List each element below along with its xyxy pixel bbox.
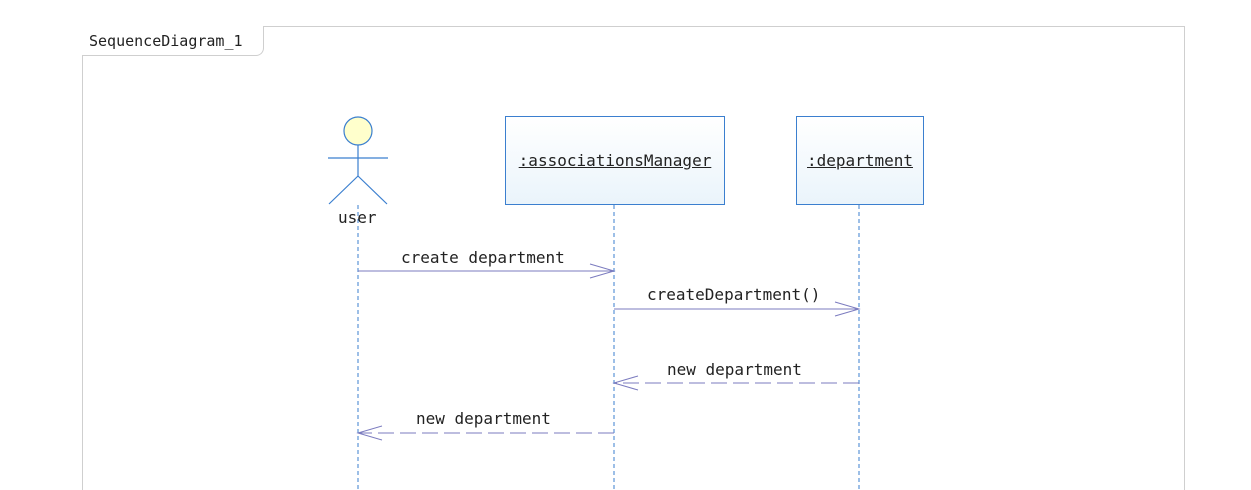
message-label-createDepartment: createDepartment() xyxy=(647,285,821,304)
message-create-department[interactable] xyxy=(358,263,616,279)
lifeline-head-associations-manager[interactable]: :associationsManager xyxy=(505,116,725,205)
message-return-new-department-1[interactable] xyxy=(612,375,859,391)
actor-user-label: user xyxy=(338,208,377,227)
message-label-return-1: new department xyxy=(667,360,802,379)
actor-user-icon[interactable] xyxy=(328,116,388,205)
lifeline-label-associations-manager: :associationsManager xyxy=(518,151,712,170)
message-label-create-department: create department xyxy=(401,248,565,267)
message-label-return-2: new department xyxy=(416,409,551,428)
message-return-new-department-2[interactable] xyxy=(356,425,614,441)
sequence-frame xyxy=(82,26,1185,490)
lifeline-label-department: :department xyxy=(807,151,913,170)
message-createDepartment-call[interactable] xyxy=(614,301,861,317)
frame-title: SequenceDiagram_1 xyxy=(82,26,264,56)
lifeline-head-department[interactable]: :department xyxy=(796,116,924,205)
